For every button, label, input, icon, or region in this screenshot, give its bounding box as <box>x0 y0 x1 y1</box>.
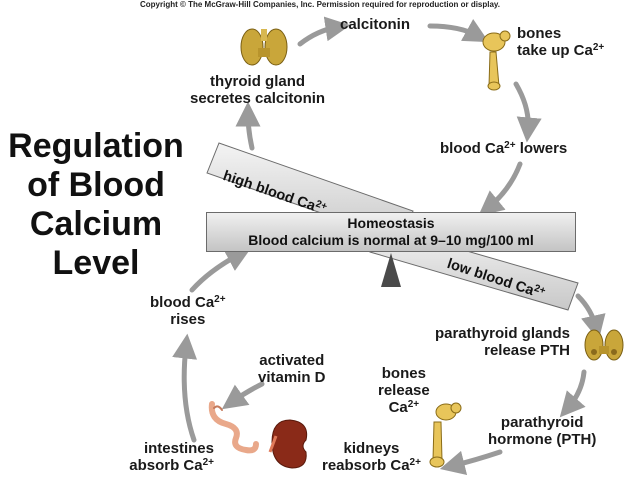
thyroid-gland-label: thyroid gland secretes calcitonin <box>190 73 325 107</box>
arrow-lowers-to-homeostasis <box>478 161 523 216</box>
arrow-intestines-to-rises <box>172 333 198 443</box>
bones-take-up-label: bones take up Ca2+ <box>517 25 604 59</box>
kidney-icon <box>268 419 308 469</box>
homeostasis-normal-range: Blood calcium is normal at 9–10 mg/100 m… <box>248 232 534 248</box>
diagram-title: Regulation of Blood Calcium Level <box>0 127 192 283</box>
intestines-icon <box>208 401 259 454</box>
pth-line-1: parathyroid <box>500 414 584 431</box>
bones-release-line-2: release <box>378 382 430 399</box>
arrow-pth-to-bones-release <box>439 449 503 476</box>
rises-line-2: rises <box>170 311 206 328</box>
thyroid-gland-icon <box>240 28 288 66</box>
intestines-line-1: intestines <box>143 440 214 457</box>
blood-calcium-rises-label: blood Ca2+ rises <box>150 294 226 328</box>
kidneys-label: kidneys reabsorb Ca2+ <box>322 440 421 474</box>
kidneys-line-2: reabsorb Ca2+ <box>322 457 421 474</box>
homeostasis-box: Homeostasis Blood calcium is normal at 9… <box>206 212 576 252</box>
title-line-4: Level <box>52 244 140 282</box>
fulcrum-icon <box>381 253 401 287</box>
arrow-high-to-thyroid <box>235 101 261 151</box>
blood-calcium-lowers-label: blood Ca2+ lowers <box>440 140 568 157</box>
arrow-calcitonin-to-bones <box>427 19 489 43</box>
bone-icon <box>482 30 511 91</box>
parathyroid-line-1: parathyroid glands <box>434 325 570 342</box>
pth-line-2: hormone (PTH) <box>488 431 597 448</box>
arrow-rises-to-homeostasis <box>189 248 252 293</box>
arrow-parathyroid-to-pth <box>559 369 587 418</box>
kidneys-line-1: kidneys <box>343 440 400 457</box>
title-line-3: Calcium <box>29 205 163 243</box>
title-line-2: of Blood <box>27 166 165 204</box>
parathyroid-line-2: release PTH <box>484 342 570 359</box>
calcitonin-text: calcitonin <box>340 16 411 33</box>
bones-release-line-3: Ca2+ <box>388 399 420 416</box>
arrow-vitamin-to-intestines <box>221 381 265 410</box>
homeostasis-heading: Homeostasis <box>347 215 435 231</box>
rises-line-1: blood Ca2+ <box>150 294 226 311</box>
bone-release-icon <box>429 402 462 468</box>
bones-take-line-2: take up Ca2+ <box>517 42 605 59</box>
thyroid-line-2: secretes calcitonin <box>190 90 326 107</box>
intestines-label: intestines absorb Ca2+ <box>80 440 214 474</box>
parathyroid-glands-icon <box>584 329 624 361</box>
bones-release-line-1: bones <box>381 365 426 382</box>
activated-vitamin-d-label: activated vitamin D <box>258 352 326 386</box>
arrow-low-to-parathyroid <box>575 293 606 341</box>
calcitonin-label: calcitonin <box>340 16 410 33</box>
bones-release-label: bones release Ca2+ <box>378 365 430 416</box>
vitamin-line-2: vitamin D <box>258 369 326 386</box>
pth-label: parathyroid hormone (PTH) <box>488 414 596 448</box>
arrow-bones-to-lowers <box>513 81 542 143</box>
arrow-thyroid-to-calcitonin <box>297 16 351 47</box>
bones-take-line-1: bones <box>517 25 562 42</box>
copyright-notice: Copyright © The McGraw-Hill Companies, I… <box>139 0 501 9</box>
thyroid-line-1: thyroid gland <box>210 73 306 90</box>
parathyroid-glands-label: parathyroid glands release PTH <box>404 325 570 359</box>
vitamin-line-1: activated <box>259 352 325 369</box>
title-line-1: Regulation <box>8 127 184 165</box>
intestines-line-2: absorb Ca2+ <box>129 457 214 474</box>
